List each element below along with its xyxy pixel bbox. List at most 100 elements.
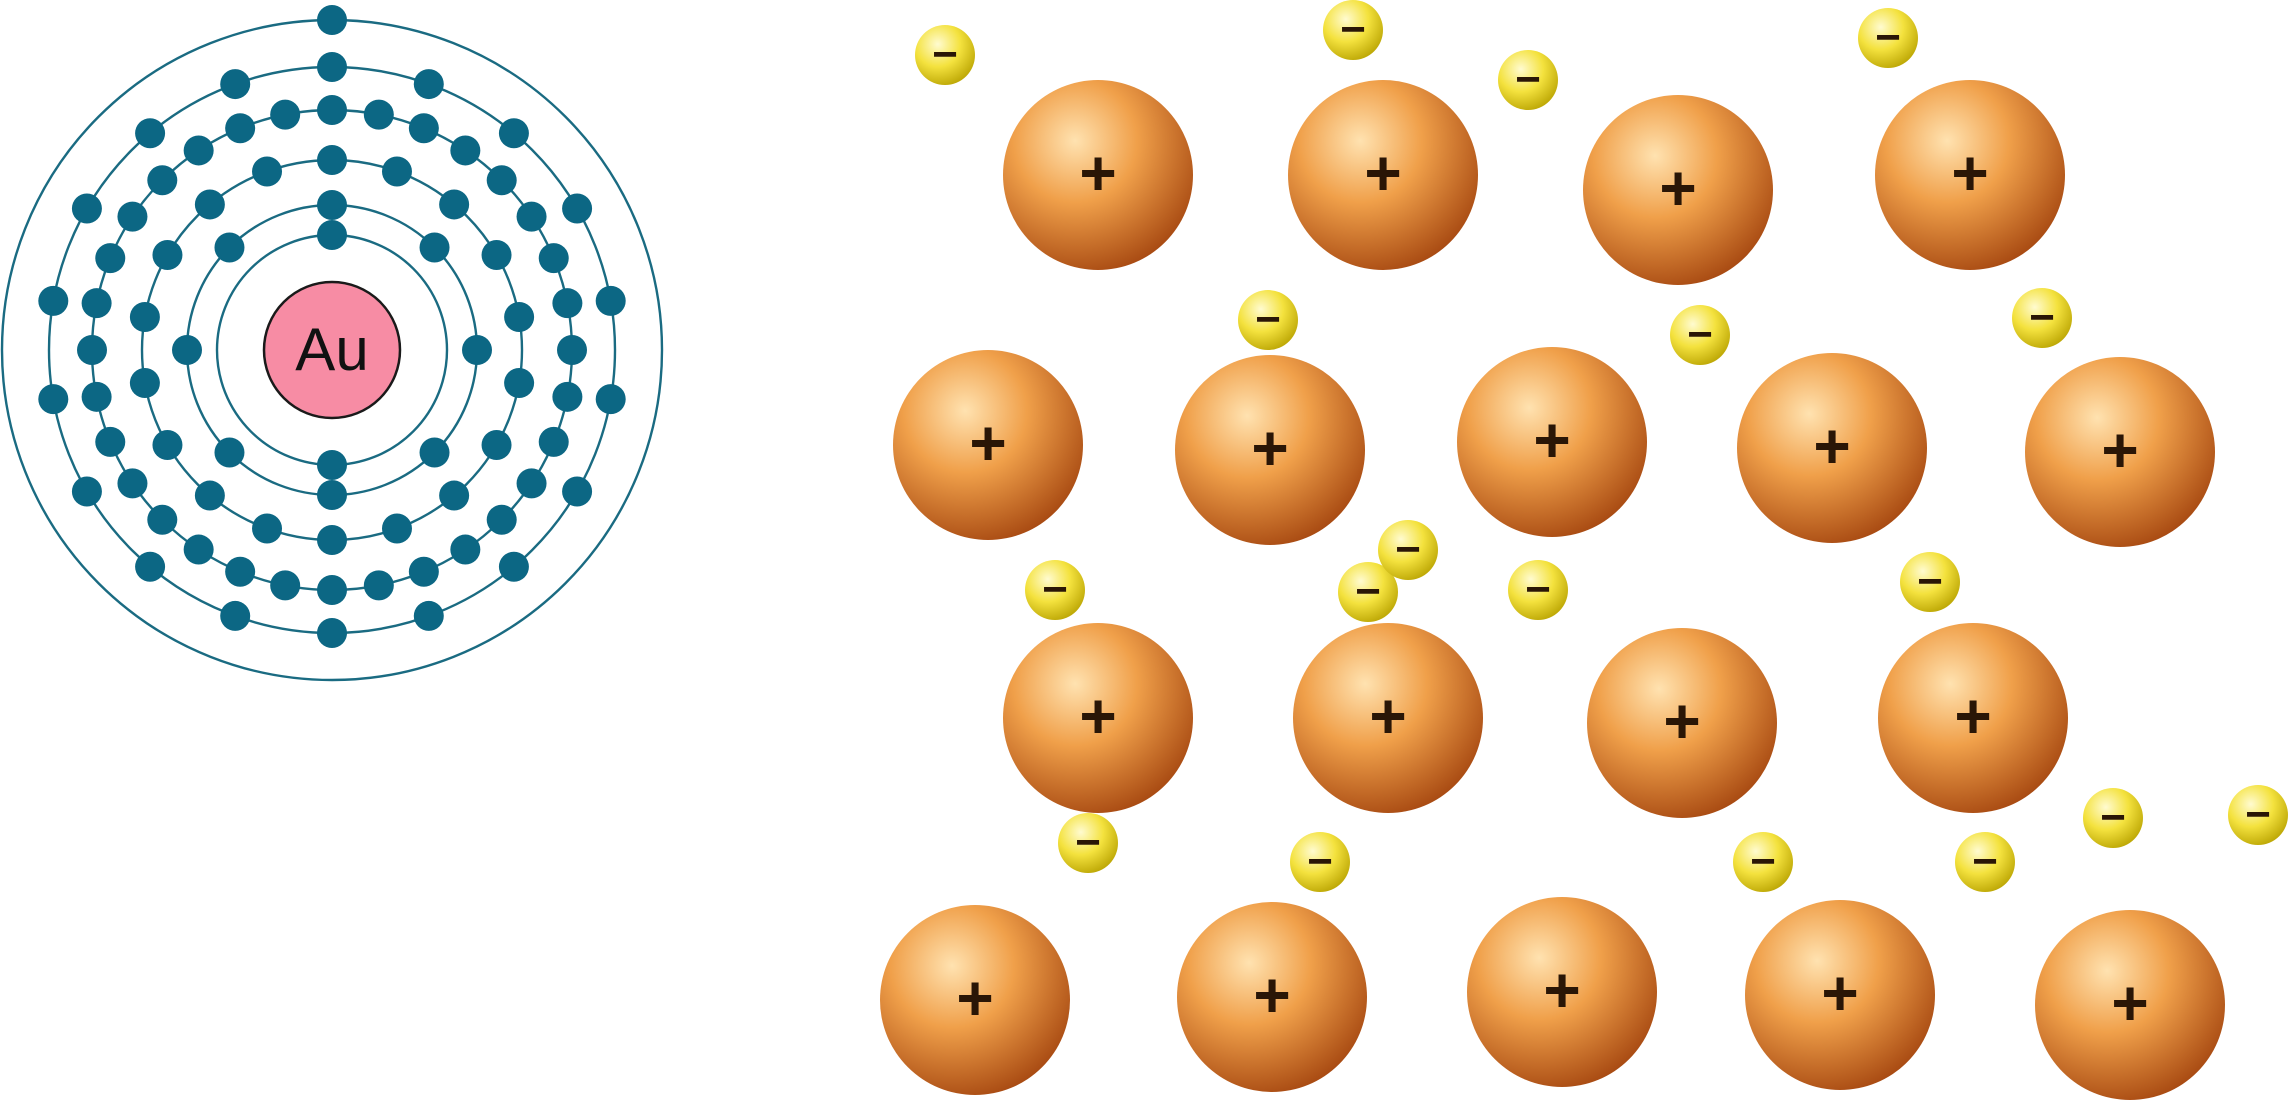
electron-charge-sign: − xyxy=(1875,13,1901,62)
shell-electron xyxy=(317,220,347,250)
shell-electron xyxy=(462,335,492,365)
shell-electron xyxy=(38,384,68,414)
shell-electron xyxy=(214,232,244,262)
metal-cation: + xyxy=(1177,902,1367,1092)
shell-electron xyxy=(382,156,412,186)
cation-charge-sign: + xyxy=(1543,954,1580,1026)
metal-cation: + xyxy=(1467,897,1657,1087)
free-electron: − xyxy=(1955,832,2015,892)
shell-electron xyxy=(562,477,592,507)
shell-electron xyxy=(504,368,534,398)
metal-cation: + xyxy=(1293,623,1483,813)
free-electron: − xyxy=(1378,520,1438,580)
electron-charge-sign: − xyxy=(1340,5,1366,54)
shell-electron xyxy=(214,438,244,468)
shell-electron xyxy=(499,118,529,148)
shell-electron xyxy=(317,575,347,605)
electron-charge-sign: − xyxy=(2100,793,2126,842)
free-electron: − xyxy=(1290,832,1350,892)
shell-electron xyxy=(414,601,444,631)
metal-cation: + xyxy=(1175,355,1365,545)
free-electron: − xyxy=(1900,552,1960,612)
shell-electron xyxy=(364,100,394,130)
cation-charge-sign: + xyxy=(1251,412,1288,484)
free-electron: − xyxy=(2012,288,2072,348)
shell-electron xyxy=(95,243,125,273)
shell-electron xyxy=(225,113,255,143)
metal-cation: + xyxy=(1003,623,1193,813)
shell-electron xyxy=(409,557,439,587)
cation-charge-sign: + xyxy=(1813,410,1850,482)
shell-electron xyxy=(414,69,444,99)
shell-electron xyxy=(552,288,582,318)
metal-cation: + xyxy=(880,905,1070,1095)
metal-cation: + xyxy=(1587,628,1777,818)
electron-charge-sign: − xyxy=(1355,567,1381,616)
shell-electron xyxy=(220,601,250,631)
shell-electron xyxy=(130,302,160,332)
shell-electron xyxy=(317,95,347,125)
shell-electron xyxy=(450,135,480,165)
metal-cation: + xyxy=(1288,80,1478,270)
nucleus: Au xyxy=(264,282,400,418)
shell-electron xyxy=(596,286,626,316)
cation-charge-sign: + xyxy=(1951,137,1988,209)
shell-electron xyxy=(499,552,529,582)
element-symbol: Au xyxy=(295,316,368,383)
shell-electron xyxy=(439,189,469,219)
shell-electron xyxy=(317,145,347,175)
shell-electron xyxy=(409,113,439,143)
shell-electron xyxy=(172,335,202,365)
shell-electron xyxy=(317,450,347,480)
electron-charge-sign: − xyxy=(1307,837,1333,886)
metal-cation: + xyxy=(1878,623,2068,813)
electron-charge-sign: − xyxy=(2245,790,2271,839)
shell-electron xyxy=(130,368,160,398)
shell-electron xyxy=(317,5,347,35)
cation-charge-sign: + xyxy=(1954,680,1991,752)
shell-electron xyxy=(439,481,469,511)
shell-electron xyxy=(487,505,517,535)
free-electron: − xyxy=(2083,788,2143,848)
shell-electron xyxy=(225,557,255,587)
cation-charge-sign: + xyxy=(1663,685,1700,757)
free-electron: − xyxy=(1025,560,1085,620)
electron-charge-sign: − xyxy=(1042,565,1068,614)
shell-electron xyxy=(82,288,112,318)
electron-charge-sign: − xyxy=(1075,818,1101,867)
shell-electron xyxy=(420,438,450,468)
shell-electron xyxy=(117,468,147,498)
shell-electron xyxy=(364,570,394,600)
shell-electron xyxy=(317,618,347,648)
shell-electron xyxy=(72,477,102,507)
free-electron: − xyxy=(1733,832,1793,892)
electron-charge-sign: − xyxy=(1750,837,1776,886)
cation-charge-sign: + xyxy=(1369,680,1406,752)
shell-electron xyxy=(77,335,107,365)
shell-electron xyxy=(487,165,517,195)
metal-cation: + xyxy=(1875,80,2065,270)
shell-electron xyxy=(450,535,480,565)
shell-electron xyxy=(539,427,569,457)
free-electron: − xyxy=(1058,813,1118,873)
cation-charge-sign: + xyxy=(969,407,1006,479)
shell-electron xyxy=(252,156,282,186)
electron-charge-sign: − xyxy=(1917,557,1943,606)
cation-charge-sign: + xyxy=(2111,967,2148,1039)
shell-electron xyxy=(82,382,112,412)
shell-electron xyxy=(482,430,512,460)
metal-cation: + xyxy=(893,350,1083,540)
free-electron: − xyxy=(1670,305,1730,365)
shell-electron xyxy=(152,240,182,270)
electron-charge-sign: − xyxy=(1255,295,1281,344)
cation-charge-sign: + xyxy=(1821,957,1858,1029)
cation-charge-sign: + xyxy=(1659,152,1696,224)
free-electron: − xyxy=(1498,50,1558,110)
electron-charge-sign: − xyxy=(932,30,958,79)
electron-charge-sign: − xyxy=(1972,837,1998,886)
metallic-lattice: ++++++++++++++++++ −−−−−−−−−−−−−−−−−− xyxy=(880,0,2288,1100)
metal-cation: + xyxy=(1457,347,1647,537)
shell-electron xyxy=(270,570,300,600)
shell-electron xyxy=(184,135,214,165)
